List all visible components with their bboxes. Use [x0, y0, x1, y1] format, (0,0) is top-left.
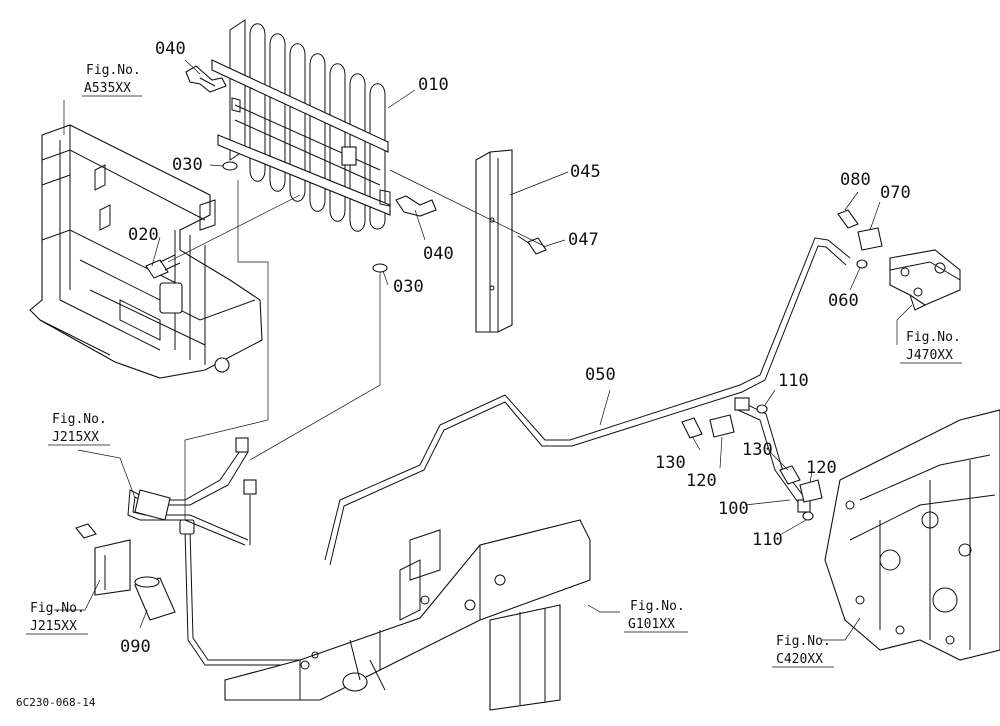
fig-ref-j470-line2: J470XX: [906, 348, 953, 363]
label-part-040-lower: 040: [423, 244, 454, 264]
plate-120-lower: [799, 479, 823, 503]
fig-ref-g101-line2: G101XX: [628, 617, 675, 632]
fig-ref-j215-upper-line1: Fig.No.: [52, 412, 107, 427]
label-part-080: 080: [840, 170, 871, 190]
label-part-060: 060: [828, 291, 859, 311]
frame-g101: [224, 519, 591, 711]
frame-assembly-a535: [29, 124, 263, 379]
label-part-045: 045: [570, 162, 601, 182]
label-part-010: 010: [418, 75, 449, 95]
fig-ref-a535-line1: Fig.No.: [86, 63, 141, 78]
leader-lines: [54, 59, 913, 641]
pipe-100: [734, 397, 811, 513]
fig-ref-g101-line1: Fig.No.: [630, 599, 685, 614]
oil-cooler: [211, 19, 391, 232]
fig-ref-j215-lower: Fig.No. J215XX: [26, 601, 88, 635]
spacer-090: [134, 576, 176, 621]
label-part-070: 070: [880, 183, 911, 203]
label-part-047: 047: [568, 230, 599, 250]
label-part-130-lower: 130: [742, 440, 773, 460]
o-ring-lower: [372, 263, 388, 273]
fig-ref-j215-upper: Fig.No. J215XX: [48, 412, 110, 446]
bracket-j215-lower: [75, 523, 131, 596]
plate-070: [857, 227, 883, 251]
label-part-120-upper: 120: [686, 471, 717, 491]
hose-assembly-j215: [127, 437, 257, 546]
bolt-130-lower: [779, 465, 801, 485]
label-part-090: 090: [120, 637, 151, 657]
fig-ref-j215-upper-line2: J215XX: [52, 430, 99, 445]
valve-j470: [889, 249, 961, 311]
hose-clip-upper: [185, 65, 227, 93]
label-part-110-lower: 110: [752, 530, 783, 550]
label-part-120-lower: 120: [806, 458, 837, 478]
bolt-080: [837, 209, 859, 229]
fig-ref-j215-lower-line2: J215XX: [30, 619, 77, 634]
pipe-050: [179, 237, 851, 666]
plate-120-upper: [709, 414, 735, 438]
washer-060: [856, 259, 868, 269]
diagram-code: 6C230-068-14: [16, 696, 96, 709]
fig-ref-c420-line1: Fig.No.: [776, 634, 831, 649]
o-ring-110-lower: [802, 511, 814, 521]
label-part-130-upper: 130: [655, 453, 686, 473]
fig-ref-c420-line2: C420XX: [776, 652, 823, 667]
fig-ref-a535-line2: A535XX: [84, 81, 131, 96]
fig-ref-c420: Fig.No. C420XX: [772, 634, 834, 668]
label-part-030-lower: 030: [393, 277, 424, 297]
label-part-110-upper: 110: [778, 371, 809, 391]
bolt-130-upper: [681, 417, 703, 439]
o-ring-110-upper: [756, 404, 768, 414]
label-part-050: 050: [585, 365, 616, 385]
bolt-047: [517, 235, 547, 255]
label-part-100: 100: [718, 499, 749, 519]
hose-clip-lower: [395, 195, 437, 217]
label-part-030-upper: 030: [172, 155, 203, 175]
fig-ref-j470-line1: Fig.No.: [906, 330, 961, 345]
label-part-040-upper: 040: [155, 39, 186, 59]
label-part-020: 020: [128, 225, 159, 245]
o-ring-upper: [222, 161, 238, 171]
hose-fitting-020: [145, 254, 181, 279]
fig-ref-j470: Fig.No. J470XX: [900, 330, 962, 364]
fig-ref-j215-lower-line1: Fig.No.: [30, 601, 85, 616]
fig-ref-g101: Fig.No. G101XX: [624, 599, 688, 633]
transmission-case-c420: [824, 409, 1000, 661]
bracket-045: [475, 149, 513, 333]
fig-ref-a535: Fig.No. A535XX: [82, 63, 142, 97]
